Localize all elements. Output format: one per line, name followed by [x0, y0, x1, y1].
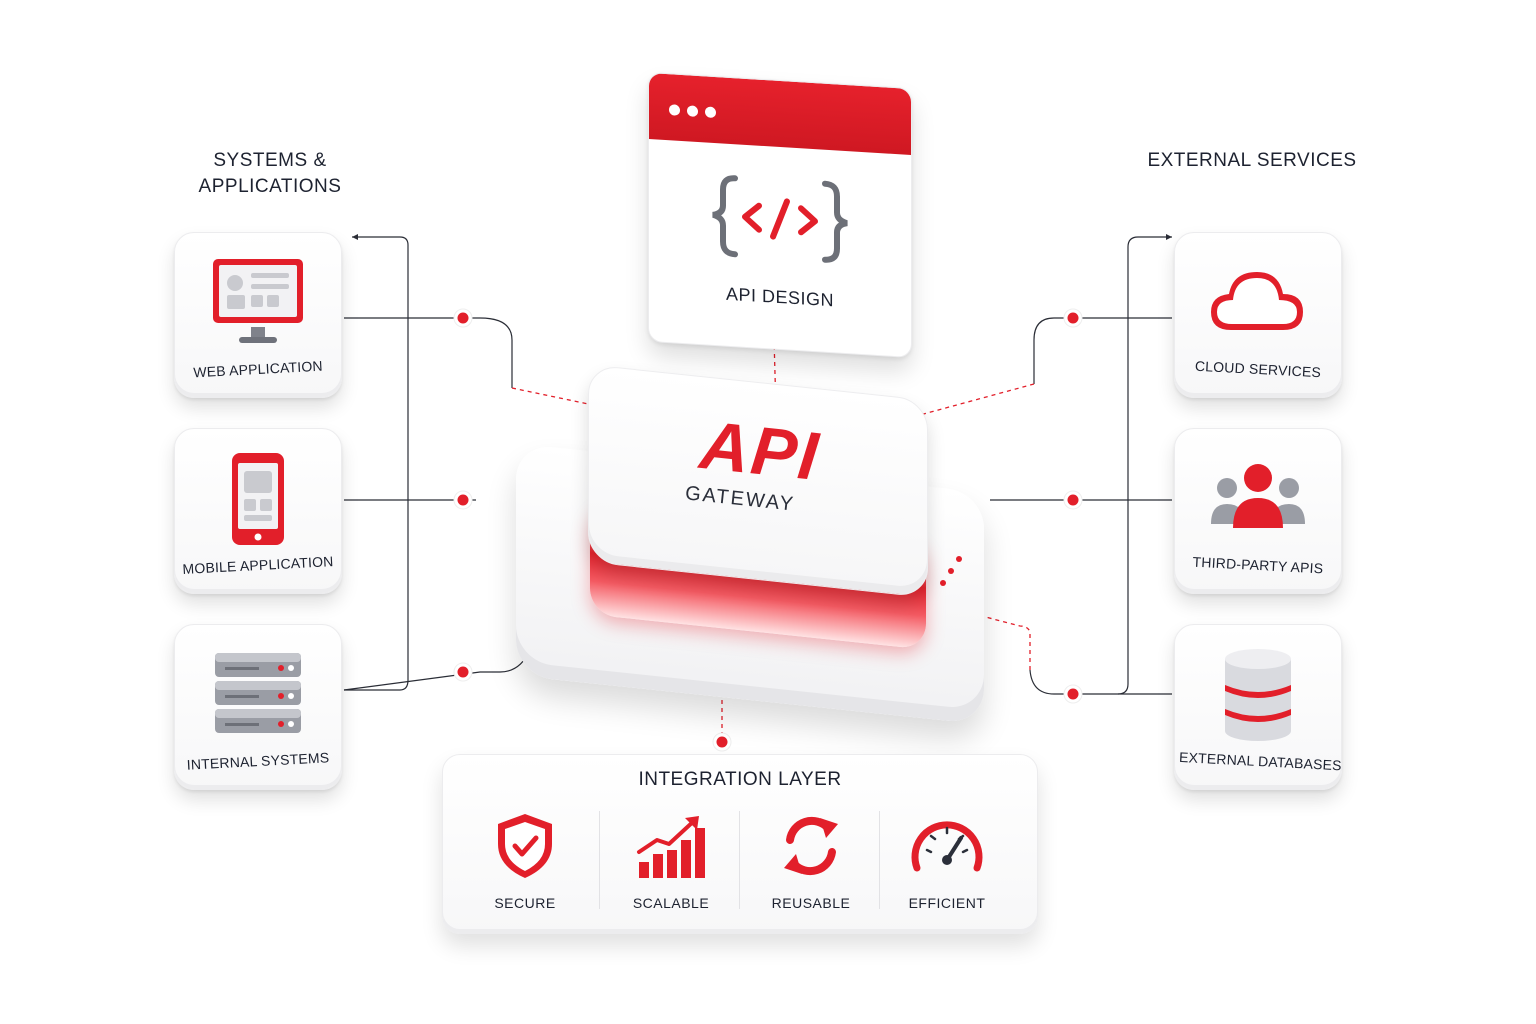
api-design-title: API DESIGN [725, 283, 835, 311]
refresh-cycle-icon [741, 809, 881, 883]
feature-label: REUSABLE [771, 895, 851, 911]
card-external-databases[interactable]: EXTERNAL DATABASES [1174, 624, 1342, 790]
divider [879, 811, 880, 909]
speedometer-icon [877, 809, 1017, 883]
card-internal-systems[interactable]: INTERNAL SYSTEMS [174, 624, 342, 790]
feature-efficient[interactable]: EFFICIENT [877, 807, 1017, 917]
feature-label: SECURE [494, 895, 556, 911]
integration-layer-panel[interactable]: INTEGRATION LAYER SECURE [442, 754, 1038, 934]
card-cloud-services[interactable]: CLOUD SERVICES [1174, 232, 1342, 398]
integration-title: INTEGRATION LAYER [638, 769, 842, 790]
cloud-icon [1175, 253, 1341, 353]
feature-label: EFFICIENT [908, 895, 986, 911]
code-brackets-icon [649, 165, 911, 271]
monitor-icon [175, 253, 341, 353]
feature-scalable[interactable]: SCALABLE [601, 807, 741, 917]
database-icon [1175, 645, 1341, 745]
card-label: CLOUD SERVICES [1194, 357, 1322, 381]
right-group-title: EXTERNAL SERVICES [1147, 150, 1357, 171]
status-led-icon [948, 568, 954, 574]
api-design-panel[interactable]: API DESIGN [648, 71, 912, 359]
growth-chart-icon [601, 809, 741, 883]
card-label: THIRD-PARTY APIS [1192, 553, 1324, 577]
card-third-party-apis[interactable]: THIRD-PARTY APIS [1174, 428, 1342, 594]
card-label: INTERNAL SYSTEMS [186, 749, 330, 773]
smartphone-icon [175, 449, 341, 549]
feature-reusable[interactable]: REUSABLE [741, 807, 881, 917]
divider [599, 811, 600, 909]
left-group-title: SYSTEMS & APPLICATIONS [198, 150, 342, 197]
server-rack-icon [175, 645, 341, 745]
divider [739, 811, 740, 909]
card-web-application[interactable]: WEB APPLICATION [174, 232, 342, 398]
card-mobile-application[interactable]: MOBILE APPLICATION [174, 428, 342, 594]
window-dot-icon [705, 106, 716, 119]
status-led-icon [956, 556, 962, 562]
card-label: WEB APPLICATION [192, 357, 324, 381]
feature-secure[interactable]: SECURE [455, 807, 595, 917]
card-label: EXTERNAL DATABASES [1178, 748, 1343, 774]
users-group-icon [1175, 449, 1341, 549]
status-led-icon [940, 580, 946, 586]
window-dot-icon [687, 105, 698, 117]
feature-label: SCALABLE [632, 895, 710, 911]
shield-check-icon [455, 809, 595, 883]
card-label: MOBILE APPLICATION [182, 553, 334, 577]
window-dot-icon [669, 104, 680, 116]
